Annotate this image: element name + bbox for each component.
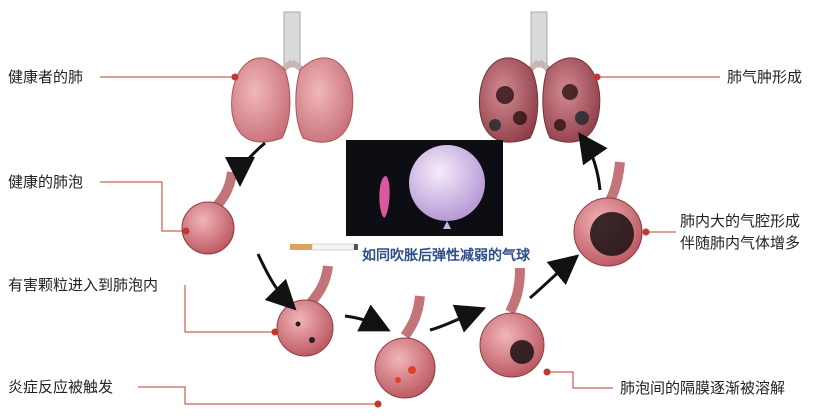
label-septa-dissolved: 肺泡间的隔膜逐渐被溶解	[620, 379, 785, 397]
label-inflammation: 炎症反应被触发	[8, 378, 113, 396]
label-healthy-lung: 健康者的肺	[8, 68, 83, 86]
alveoli-cluster-icon	[277, 266, 333, 356]
alveoli-cluster-icon	[574, 162, 642, 266]
lung-healthy-icon	[232, 12, 353, 142]
alveoli-cluster-icon	[480, 268, 544, 377]
label-particles-enter: 有害颗粒进入到肺泡内	[8, 276, 158, 294]
lung-emphysema-icon	[479, 12, 599, 142]
label-enlarged-space: 肺内大的气腔形成 伴随肺内气体增多	[680, 210, 800, 254]
inset-caption: 如同吹胀后弹性减弱的气球	[362, 245, 530, 265]
label-enlarged-space-line1: 肺内大的气腔形成	[680, 210, 800, 232]
label-healthy-alveoli: 健康的肺泡	[8, 173, 83, 191]
label-emphysema-formed: 肺气肿形成	[727, 68, 802, 86]
cigarette-icon	[290, 244, 358, 250]
alveoli-cluster-icon	[375, 296, 435, 398]
balloon-inset	[346, 140, 503, 236]
alveoli-cluster-icon	[182, 172, 234, 254]
label-enlarged-space-line2: 伴随肺内气体增多	[680, 232, 800, 254]
